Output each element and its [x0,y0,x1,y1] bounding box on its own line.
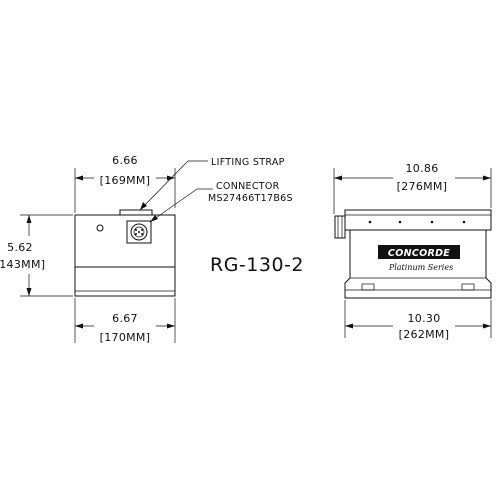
side-body [344,230,492,299]
front-body-upper [74,214,176,268]
front-top-width-mm: [169MM] [100,174,151,187]
model-number: RG-130-2 [210,254,304,276]
front-base-width-mm: [170MM] [100,331,151,344]
logo-subtitle: Platinum Series [388,263,453,272]
front-top-width-inches: 6.66 [112,154,138,167]
lifting-strap-label: LIFTING STRAP [211,157,285,168]
connector-part-number: MS27466T17B6S [208,193,293,204]
side-top-length-inches: 10.86 [406,162,439,175]
side-base-length-inches: 10.30 [408,312,441,325]
side-view: CONCORDE Platinum Series 10.86 [276MM] 1… [333,162,492,341]
front-base-width-inches: 6.67 [112,312,138,325]
callout-leaders [139,160,213,223]
front-body-lower [74,266,176,297]
concorde-logo: CONCORDE Platinum Series [378,245,460,272]
dimension-side-top: 10.86 [276MM] [333,162,492,214]
connector-icon [126,220,152,244]
lifting-strap [119,209,153,216]
connector-label: CONNECTOR [216,181,280,192]
side-top-length-mm: [276MM] [397,180,448,193]
dimension-side-base: 10.30 [262MM] [344,300,492,341]
dimension-front-height: 5.62 [143MM] [0,214,73,297]
logo-text: CONCORDE [388,248,450,259]
side-lid [344,209,492,231]
dimension-front-base: 6.67 [170MM] [74,298,176,344]
front-view: 6.66 [169MM] 5.62 [143MM] 6.67 [170MM] [0,154,293,344]
front-height-mm: [143MM] [0,258,45,271]
front-height-inches: 5.62 [7,241,33,254]
dimension-front-top: 6.66 [169MM] [74,154,176,213]
side-connector-icon [334,215,346,239]
side-base-length-mm: [262MM] [399,328,450,341]
vent-hole [96,224,104,232]
